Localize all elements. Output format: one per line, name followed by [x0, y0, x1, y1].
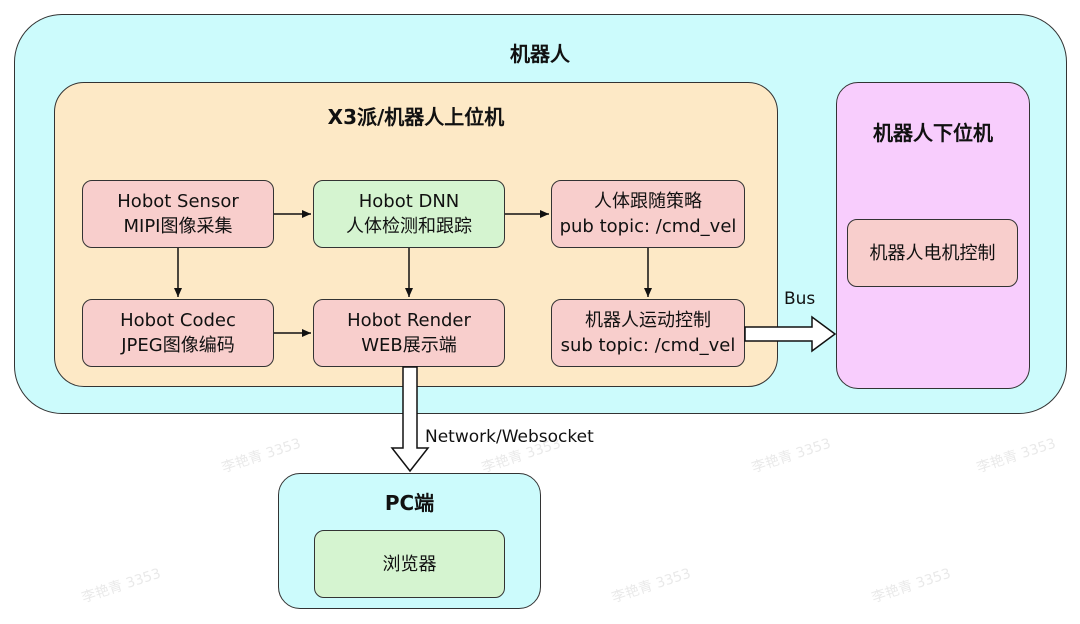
motor-control-node: 机器人电机控制: [847, 219, 1018, 287]
browser-node: 浏览器: [314, 530, 505, 598]
body-follow-topic: pub topic: /cmd_vel: [559, 216, 737, 237]
hobot-sensor-desc: MIPI图像采集: [123, 216, 233, 237]
hobot-render-name: Hobot Render: [347, 310, 471, 331]
hobot-render-desc: WEB展示端: [361, 335, 457, 356]
hobot-codec-node: Hobot Codec JPEG图像编码: [82, 299, 274, 367]
hobot-sensor-name: Hobot Sensor: [117, 191, 239, 212]
pc-title: PC端: [384, 491, 435, 515]
upper-computer-title: X3派/机器人上位机: [327, 105, 505, 129]
body-follow-node: 人体跟随策略 pub topic: /cmd_vel: [551, 180, 745, 248]
bus-arrow: [744, 315, 837, 353]
motion-control-name: 机器人运动控制: [585, 310, 711, 331]
motion-control-node: 机器人运动控制 sub topic: /cmd_vel: [551, 299, 745, 367]
hobot-render-node: Hobot Render WEB展示端: [313, 299, 505, 367]
robot-title: 机器人: [510, 42, 570, 66]
hobot-dnn-desc: 人体检测和跟踪: [346, 216, 472, 237]
network-label: Network/Websocket: [425, 427, 594, 447]
motor-control-label: 机器人电机控制: [869, 242, 996, 264]
hobot-codec-name: Hobot Codec: [120, 310, 236, 331]
hobot-dnn-node: Hobot DNN 人体检测和跟踪: [313, 180, 505, 248]
lower-computer-title: 机器人下位机: [873, 121, 993, 145]
hobot-dnn-name: Hobot DNN: [358, 191, 460, 212]
network-arrow: [390, 366, 430, 473]
bus-label: Bus: [784, 289, 816, 309]
motion-control-topic: sub topic: /cmd_vel: [560, 335, 736, 356]
hobot-codec-desc: JPEG图像编码: [121, 335, 235, 356]
browser-label: 浏览器: [382, 553, 437, 575]
body-follow-name: 人体跟随策略: [594, 191, 702, 212]
hobot-sensor-node: Hobot Sensor MIPI图像采集: [82, 180, 274, 248]
